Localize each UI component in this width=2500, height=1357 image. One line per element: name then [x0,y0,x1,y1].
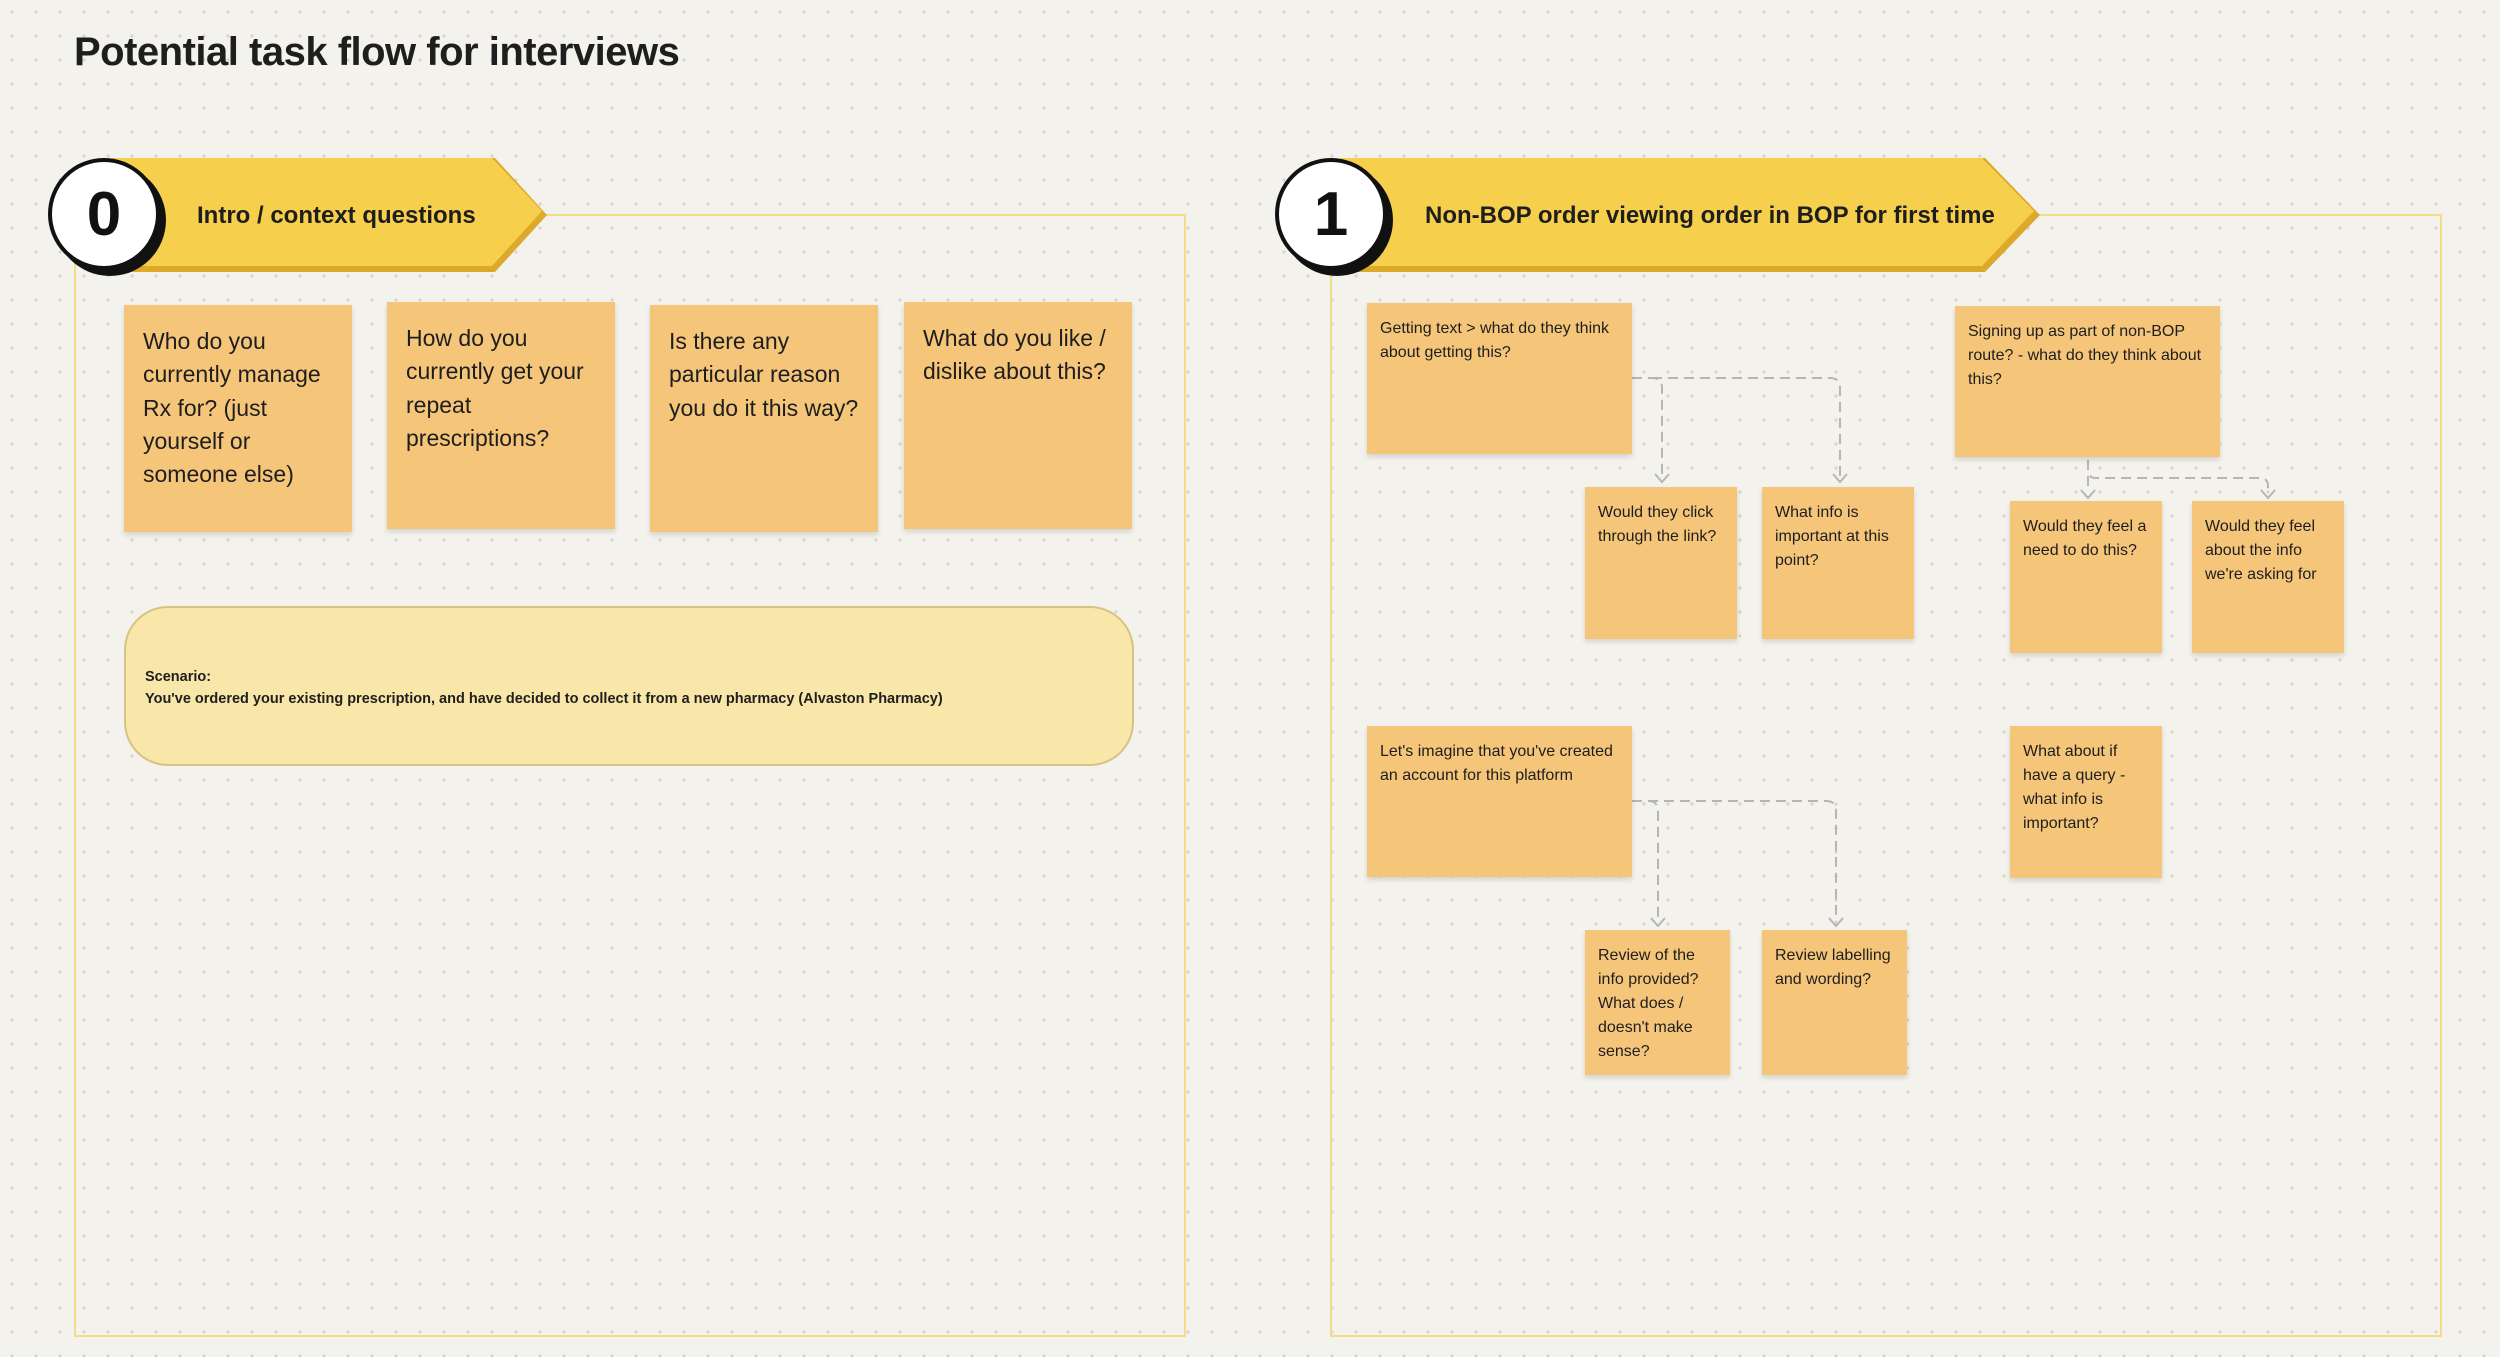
section-0-number-badge: 0 [48,158,160,270]
sticky-note[interactable]: Review labelling and wording? [1762,930,1907,1075]
sticky-note[interactable]: Getting text > what do they think about … [1367,303,1632,454]
sticky-note[interactable]: Is there any particular reason you do it… [650,305,878,532]
sticky-note[interactable]: What info is important at this point? [1762,487,1914,639]
sticky-note[interactable]: How do you currently get your repeat pre… [387,302,615,529]
sticky-note[interactable]: Would they click through the link? [1585,487,1737,639]
section-0-frame[interactable] [74,214,1186,1337]
sticky-note[interactable]: Review of the info provided? What does /… [1585,930,1730,1075]
section-1-title: Non-BOP order viewing order in BOP for f… [1425,202,1995,229]
section-1-number-badge: 1 [1275,158,1387,270]
sticky-note[interactable]: Let's imagine that you've created an acc… [1367,726,1632,877]
sticky-note[interactable]: Signing up as part of non-BOP route? - w… [1955,306,2220,457]
scenario-label: Scenario: [145,669,212,685]
scenario-card[interactable]: Scenario: You've ordered your existing p… [124,606,1134,766]
sticky-note[interactable]: What do you like / dislike about this? [904,302,1132,529]
page-title: Potential task flow for interviews [74,30,680,74]
sticky-note[interactable]: Would they feel a need to do this? [2010,501,2162,653]
sticky-note[interactable]: Who do you currently manage Rx for? (jus… [124,305,352,532]
sticky-note[interactable]: Would they feel about the info we're ask… [2192,501,2344,653]
section-0-title: Intro / context questions [197,202,476,229]
scenario-text: You've ordered your existing prescriptio… [145,691,943,708]
sticky-note[interactable]: What about if have a query - what info i… [2010,726,2162,878]
